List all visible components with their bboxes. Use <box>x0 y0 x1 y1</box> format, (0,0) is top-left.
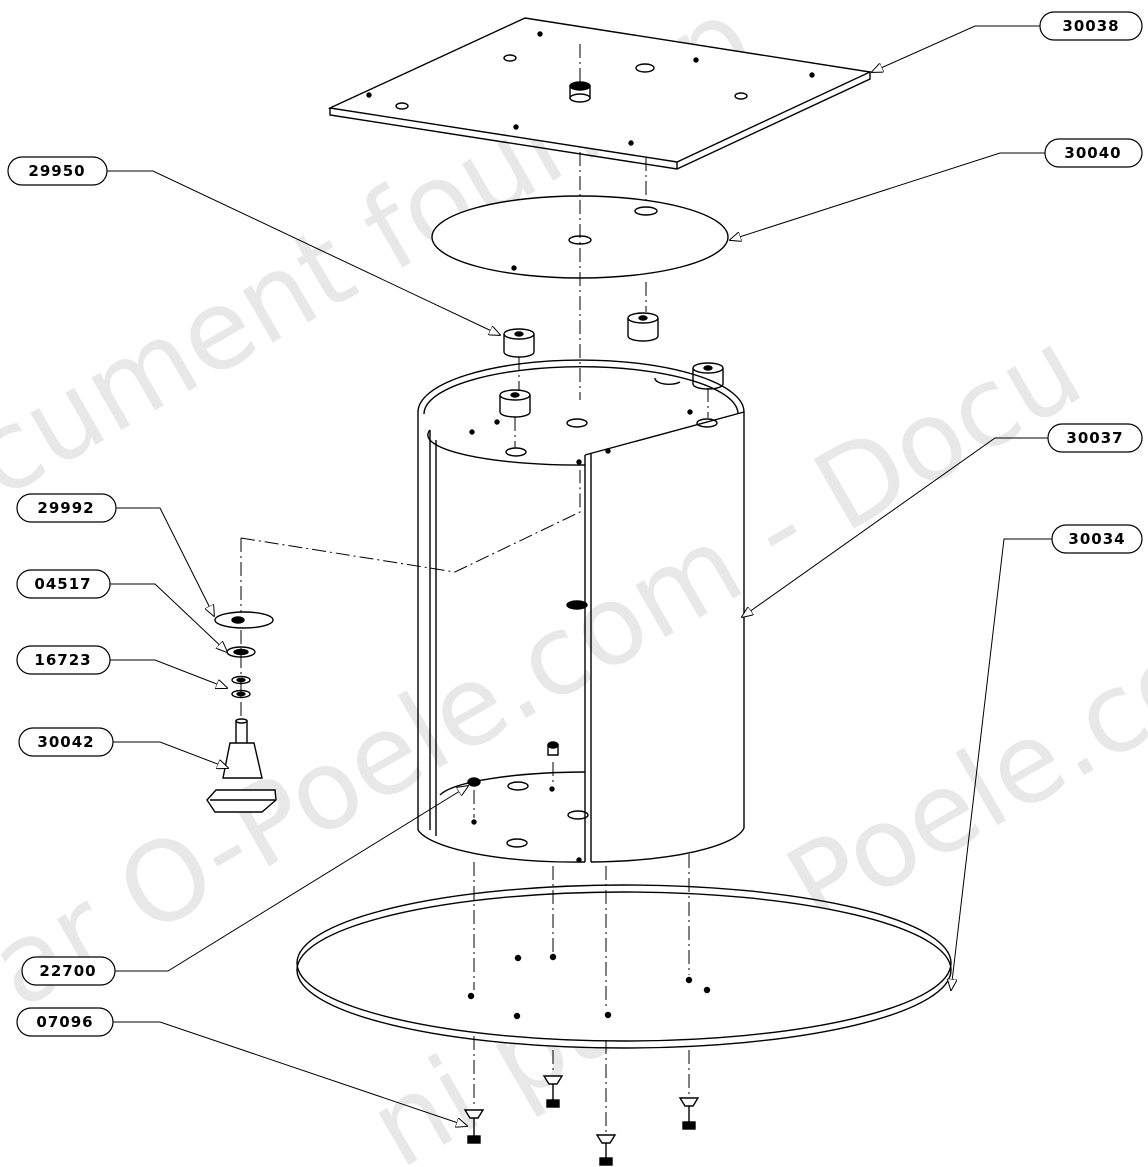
callout-29992: 29992 <box>16 493 117 523</box>
callout-label-22700: 22700 <box>39 962 96 980</box>
callout-label-29992: 29992 <box>37 499 94 517</box>
callout-label-30038: 30038 <box>1062 17 1119 35</box>
callout-07096: 07096 <box>16 1007 114 1037</box>
callout-04517: 04517 <box>16 569 111 599</box>
callout-16723: 16723 <box>16 645 111 675</box>
callout-label-30040: 30040 <box>1064 144 1121 162</box>
assembly-axes <box>240 44 709 1133</box>
screws <box>463 1075 700 1166</box>
callout-label-16723: 16723 <box>34 651 91 669</box>
cylinder-body <box>417 359 745 863</box>
part-callouts: 30038 30040 29950 30037 29992 04517 1672… <box>7 11 1143 1037</box>
callout-22700: 22700 <box>21 956 116 986</box>
callout-30037: 30037 <box>1047 423 1143 453</box>
spacers <box>499 312 724 418</box>
callout-label-30034: 30034 <box>1068 530 1125 548</box>
callout-label-04517: 04517 <box>34 575 91 593</box>
callout-30042: 30042 <box>18 727 114 757</box>
callout-30038: 30038 <box>1039 11 1143 41</box>
leader-lines <box>107 25 1052 1126</box>
leveling-foot-assembly <box>206 611 277 813</box>
callout-label-30037: 30037 <box>1066 429 1123 447</box>
callout-label-30042: 30042 <box>37 733 94 751</box>
callout-label-07096: 07096 <box>36 1013 93 1031</box>
callout-30040: 30040 <box>1044 138 1143 168</box>
callout-29950: 29950 <box>7 156 108 186</box>
callout-30034: 30034 <box>1051 524 1143 554</box>
base-disc <box>296 884 952 1049</box>
callout-label-29950: 29950 <box>28 162 85 180</box>
